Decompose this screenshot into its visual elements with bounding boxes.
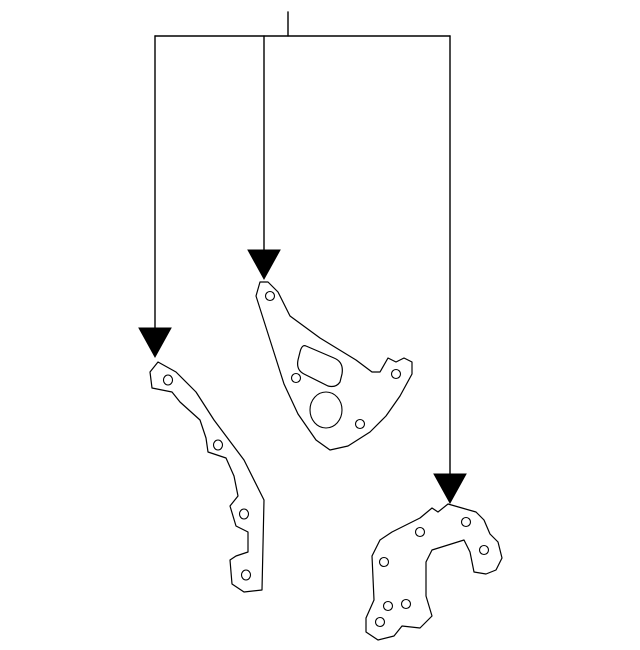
right-bracket-hole-5 (382, 600, 394, 612)
arrowhead-center (247, 249, 281, 281)
right-bracket-outline (365, 503, 503, 641)
right-bracket-hole-1 (414, 526, 426, 538)
left-bracket-hole-1 (162, 374, 174, 386)
center-cover-round-port (309, 391, 343, 429)
left-bracket-outline (149, 361, 265, 593)
center-cover-hole-3 (390, 368, 402, 380)
arrowhead-right (433, 473, 467, 505)
center-cover-oval-port (297, 345, 343, 388)
right-bracket-hole-2 (460, 516, 472, 528)
center-cover-hole-1 (264, 290, 276, 302)
right-bracket-hole-7 (374, 616, 386, 628)
right-bracket-hole-3 (478, 544, 490, 556)
leader-lines (154, 11, 451, 477)
right-bracket-hole-6 (400, 598, 412, 610)
arrowhead-left (138, 327, 172, 359)
left-bracket-hole-2 (212, 439, 224, 451)
arrowheads (138, 249, 467, 505)
right-bracket-gasket (365, 503, 503, 641)
center-cover-gasket (255, 281, 413, 451)
left-bracket-hole-3 (238, 508, 250, 520)
left-bracket-gasket (149, 361, 265, 593)
center-cover-hole-2 (290, 372, 302, 384)
right-bracket-hole-4 (378, 556, 390, 568)
left-bracket-hole-4 (240, 569, 252, 581)
center-cover-hole-4 (354, 418, 366, 430)
